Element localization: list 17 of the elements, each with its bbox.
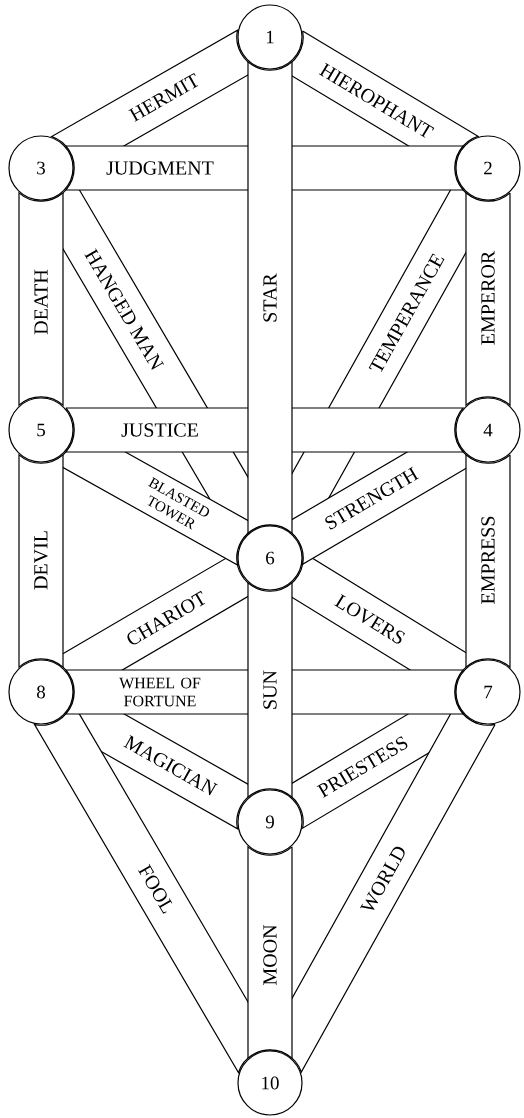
path-band — [465, 454, 511, 668]
path-band — [247, 61, 293, 534]
path-label: EMPEROR — [481, 250, 495, 345]
path-label: EMPRESS — [481, 516, 495, 604]
path-band — [247, 582, 293, 798]
path-label: STAR — [263, 273, 277, 322]
path-label: SUN — [263, 670, 277, 709]
path-label: DEATH — [34, 269, 48, 335]
path-label: JUDGMENT — [106, 161, 214, 175]
path-band — [18, 454, 64, 668]
path-label: JUSTICE — [121, 423, 198, 437]
path-band — [247, 846, 293, 1059]
path-band — [465, 192, 511, 406]
path-label: DEVIL — [34, 531, 48, 590]
path-label: WHEEL OF FORTUNE — [119, 677, 201, 707]
path-label: MOON — [263, 924, 277, 985]
path-band — [18, 192, 64, 406]
